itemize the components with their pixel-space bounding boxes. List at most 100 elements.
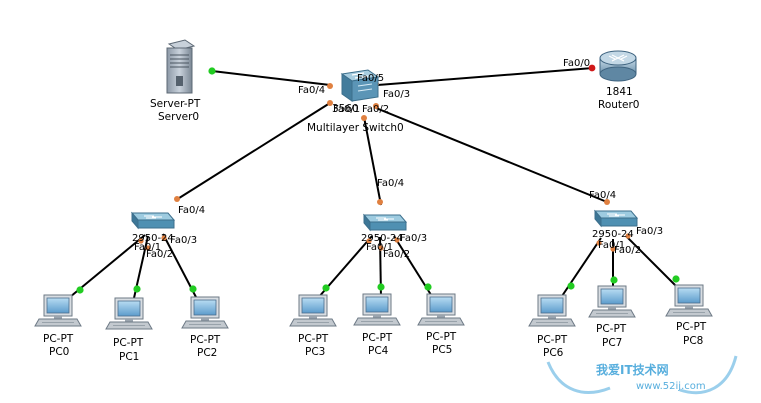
port-labels: Fa0/4 Fa0/5 Fa0/3 Fa0/1 Fa0/2 Fa0/0 Fa0/… <box>134 58 663 260</box>
status-dot-down <box>588 64 596 72</box>
watermark: 我爱IT技术网 www.52ij.com <box>546 355 738 395</box>
pc-model-label: PC-PT <box>537 334 568 346</box>
device-pc8[interactable]: PC-PT PC8 <box>665 284 713 347</box>
pc-icon <box>417 293 465 326</box>
link-mls-switch1[interactable] <box>363 116 382 206</box>
server-model-label: Server-PT <box>150 98 201 110</box>
pc-model-label: PC-PT <box>596 323 627 335</box>
pc-model-label: PC-PT <box>362 332 393 344</box>
link-mls-switch0[interactable] <box>175 102 331 201</box>
status-dot-up <box>76 286 84 294</box>
router-name-label: Router0 <box>598 99 639 111</box>
port-label: Fa0/0 <box>563 58 590 69</box>
pc-model-label: PC-PT <box>298 333 329 345</box>
pc-icon <box>528 294 576 327</box>
pc-name-label: PC8 <box>683 335 703 347</box>
link-switch2-pc8[interactable] <box>625 235 684 294</box>
pc-name-label: PC6 <box>543 347 564 359</box>
status-dot-amber <box>596 240 602 246</box>
status-dot-amber <box>394 237 400 243</box>
link-server-mls[interactable] <box>211 70 331 86</box>
pc-model-label: PC-PT <box>426 331 457 343</box>
pc-name-label: PC7 <box>602 337 622 349</box>
device-pc2[interactable]: PC-PT PC2 <box>181 296 229 359</box>
server-name-label: Server0 <box>158 111 199 123</box>
status-dot-up <box>377 283 385 291</box>
device-pc6[interactable]: PC-PT PC6 <box>528 294 576 359</box>
device-pc0[interactable]: PC-PT PC0 <box>34 294 82 358</box>
link-switch0-pc0[interactable] <box>69 234 146 298</box>
links <box>69 67 684 303</box>
switch-icon <box>594 210 638 227</box>
pc-icon <box>105 297 153 330</box>
status-dot-amber <box>161 235 167 241</box>
port-label: Fa0/1 <box>598 240 625 251</box>
port-label: Fa0/3 <box>636 226 663 237</box>
pc-model-label: PC-PT <box>113 337 144 349</box>
status-dot-up <box>610 276 618 284</box>
device-pc4[interactable]: PC-PT PC4 <box>353 293 401 357</box>
port-label: Fa0/3 <box>170 235 197 246</box>
device-router0[interactable]: 1841 Router0 <box>598 50 639 111</box>
router-icon <box>599 50 637 82</box>
status-dot-amber <box>373 103 379 109</box>
pc-icon <box>181 296 229 329</box>
pcs: PC-PT PC0 PC-PT PC1 PC-PT PC2 PC-PT PC3 … <box>34 284 713 363</box>
port-label: Fa0/1 <box>366 242 393 253</box>
status-dot-up <box>133 285 141 293</box>
status-dot-amber <box>366 238 372 244</box>
pc-icon <box>34 294 82 327</box>
port-label: Fa0/2 <box>146 249 173 260</box>
watermark-logo-icon <box>546 355 738 395</box>
pc-name-label: PC4 <box>368 345 389 357</box>
status-dot-up <box>189 285 197 293</box>
device-server0[interactable]: Server-PT Server0 <box>150 39 201 123</box>
pc-icon <box>353 293 401 326</box>
status-dot-amber <box>378 245 384 251</box>
status-dot-amber <box>361 115 367 121</box>
port-label: Fa0/2 <box>614 245 641 256</box>
status-dot-amber <box>327 83 333 89</box>
status-dot-up <box>567 282 575 290</box>
mls-name-label: Multilayer Switch0 <box>307 122 404 134</box>
port-label: Fa0/3 <box>383 89 410 100</box>
pc-icon <box>289 294 337 327</box>
server-icon <box>166 39 196 94</box>
device-switch2[interactable]: 2950-24 <box>592 210 638 240</box>
device-pc7[interactable]: PC-PT PC7 <box>588 285 636 349</box>
device-pc3[interactable]: PC-PT PC3 <box>289 294 337 358</box>
status-dot-amber <box>610 246 616 252</box>
multilayer-switch-icon <box>340 69 380 102</box>
status-dot-amber <box>138 238 144 244</box>
device-switch0[interactable]: 2950-24 <box>131 212 175 244</box>
link-mls-switch2[interactable] <box>375 107 608 203</box>
link-mls-router[interactable] <box>377 67 594 86</box>
watermark-brand: 我爱IT技术网 <box>596 362 669 377</box>
pc-name-label: PC2 <box>197 347 217 359</box>
status-dot-up <box>322 284 330 292</box>
port-label: Fa0/3 <box>400 233 427 244</box>
port-label: Fa0/2 <box>362 104 389 115</box>
device-switch1[interactable]: 2950-24 <box>361 214 407 244</box>
device-pc1[interactable]: PC-PT PC1 <box>105 297 153 363</box>
link-switch2-pc6[interactable] <box>557 237 602 303</box>
status-dot-up <box>672 275 680 283</box>
pc-icon <box>588 285 636 318</box>
status-dot-amber <box>327 100 333 106</box>
device-multilayer-switch0[interactable]: 3560 Multilayer Switch0 <box>307 69 404 134</box>
pc-model-label: PC-PT <box>676 321 707 333</box>
device-pc5[interactable]: PC-PT PC5 <box>417 293 465 356</box>
status-dot-up <box>424 283 432 291</box>
pc-icon <box>665 284 713 317</box>
port-label: Fa0/4 <box>589 190 616 201</box>
pc-name-label: PC5 <box>432 344 452 356</box>
status-dot-amber <box>174 196 180 202</box>
mls-model-label: 3560 <box>332 103 359 115</box>
router-model-label: 1841 <box>606 86 633 98</box>
port-label: Fa0/2 <box>383 249 410 260</box>
port-label: Fa0/1 <box>134 242 161 253</box>
status-dot-amber <box>145 245 151 251</box>
switch2-model-label: 2950-24 <box>592 229 634 240</box>
status-dot-up <box>208 67 216 75</box>
